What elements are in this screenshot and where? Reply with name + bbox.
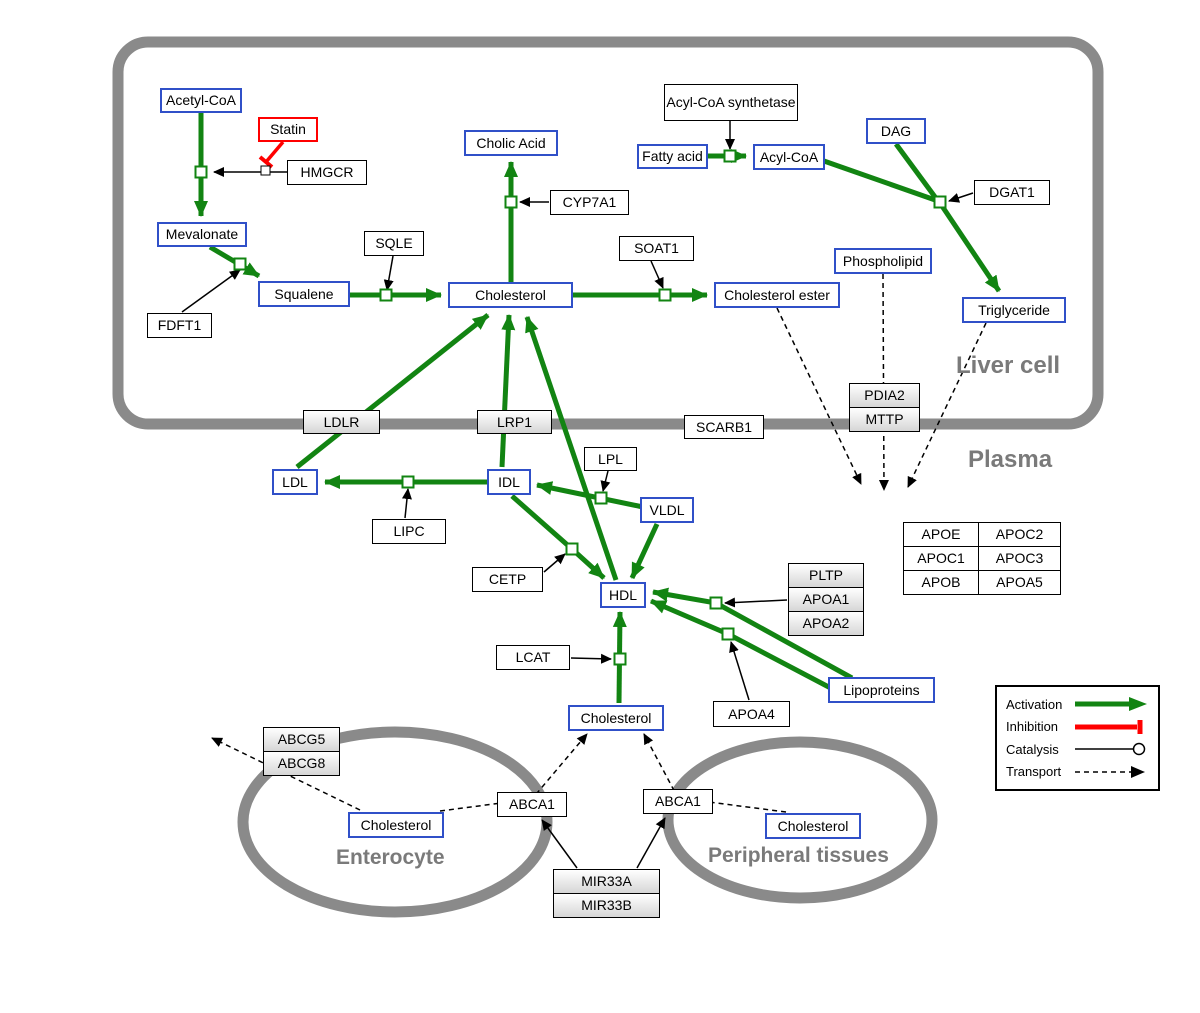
reaction-node-cyp7a1[interactable] (504, 195, 518, 209)
reaction-node-lipc[interactable] (401, 475, 415, 489)
reaction-node-acyl-coa-synthetase[interactable] (723, 149, 737, 163)
node-acyl-coa[interactable]: Acyl-CoA (753, 144, 825, 170)
reaction-squares[interactable] (194, 149, 947, 666)
legend: Activation Inhibition Catalysis Transpor… (995, 685, 1160, 791)
legend-catalysis-label: Catalysis (1006, 741, 1059, 757)
node-apoc3[interactable]: APOC3 (978, 546, 1061, 571)
transport-dashed-arrow-icon (1075, 765, 1145, 778)
node-idl[interactable]: IDL (487, 469, 531, 495)
plasma-label: Plasma (968, 446, 1053, 473)
liver-cell-membrane (112, 36, 1104, 430)
node-abcg8[interactable]: ABCG8 (263, 751, 340, 776)
node-cholesterol-ester[interactable]: Cholesterol ester (714, 282, 840, 308)
node-ldlr[interactable]: LDLR (303, 410, 380, 434)
node-cetp[interactable]: CETP (472, 567, 543, 592)
reaction-node-fdft1[interactable] (233, 257, 247, 271)
inhibition-tbar-icon (1075, 719, 1143, 734)
node-abca1-peripheral[interactable]: ABCA1 (643, 789, 713, 814)
legend-row-inhibition: Inhibition (1006, 717, 1149, 737)
node-lcat[interactable]: LCAT (496, 645, 570, 670)
node-phospholipid[interactable]: Phospholipid (834, 248, 932, 274)
node-cyp7a1[interactable]: CYP7A1 (550, 190, 629, 215)
reaction-node-pltp[interactable] (709, 596, 723, 610)
reaction-node-hmgcr[interactable] (194, 165, 208, 179)
node-abca1-enterocyte[interactable]: ABCA1 (497, 792, 567, 817)
node-dgat1[interactable]: DGAT1 (974, 180, 1050, 205)
node-lipoproteins[interactable]: Lipoproteins (828, 677, 935, 703)
node-squalene[interactable]: Squalene (258, 281, 350, 307)
node-apoa1[interactable]: APOA1 (788, 587, 864, 612)
reaction-node-dgat1[interactable] (933, 195, 947, 209)
inhibition-edge-statin (258, 140, 285, 169)
catalysis-circle-icon (1075, 743, 1146, 756)
node-hmgcr[interactable]: HMGCR (287, 160, 367, 185)
node-lrp1[interactable]: LRP1 (477, 410, 552, 434)
node-statin[interactable]: Statin (258, 117, 318, 142)
node-apoe[interactable]: APOE (903, 522, 979, 547)
node-hdl[interactable]: HDL (600, 582, 646, 608)
legend-row-activation: Activation (1006, 694, 1149, 714)
activation-arrow-icon (1075, 697, 1147, 711)
catalysis-edges (181, 121, 974, 869)
node-triglyceride[interactable]: Triglyceride (962, 297, 1066, 323)
node-apoc1[interactable]: APOC1 (903, 546, 979, 571)
node-vldl[interactable]: VLDL (640, 497, 694, 523)
node-mir33b[interactable]: MIR33B (553, 893, 660, 918)
legend-activation-label: Activation (1006, 696, 1063, 712)
node-abcg5[interactable]: ABCG5 (263, 727, 340, 752)
node-mir33a[interactable]: MIR33A (553, 869, 660, 894)
node-apob[interactable]: APOB (903, 570, 979, 595)
node-lpl[interactable]: LPL (584, 447, 637, 471)
node-cholic-acid[interactable]: Cholic Acid (464, 130, 558, 156)
node-apoc2[interactable]: APOC2 (978, 522, 1061, 547)
node-scarb1[interactable]: SCARB1 (684, 415, 764, 439)
reaction-node-soat1[interactable] (658, 288, 672, 302)
liver-cell-label: Liver cell (956, 352, 1061, 379)
node-sqle[interactable]: SQLE (364, 231, 424, 256)
node-pdia2[interactable]: PDIA2 (849, 383, 920, 408)
reaction-node-lcat[interactable] (613, 652, 627, 666)
legend-transport-label: Transport (1006, 764, 1062, 780)
node-cholesterol-peripheral[interactable]: Cholesterol (765, 813, 861, 839)
node-acetyl-coa[interactable]: Acetyl-CoA (160, 88, 242, 113)
node-cholesterol-plasma[interactable]: Cholesterol (568, 705, 664, 731)
node-fdft1[interactable]: FDFT1 (147, 313, 212, 338)
enterocyte-label: Enterocyte (336, 846, 445, 869)
reaction-node-cetp[interactable] (565, 542, 579, 556)
node-cholesterol-liver[interactable]: Cholesterol (448, 282, 573, 308)
node-apoa2[interactable]: APOA2 (788, 611, 864, 636)
node-mevalonate[interactable]: Mevalonate (157, 222, 247, 247)
reaction-node-apoa4[interactable] (721, 627, 735, 641)
node-soat1[interactable]: SOAT1 (619, 236, 694, 261)
legend-row-transport: Transport (1006, 762, 1149, 782)
peripheral-tissues-label: Peripheral tissues (708, 844, 889, 867)
reaction-node-sqle[interactable] (379, 288, 393, 302)
reaction-node-lpl[interactable] (594, 491, 608, 505)
node-ldl[interactable]: LDL (272, 469, 318, 495)
peripheral-tissues-membrane (662, 736, 938, 904)
node-fatty-acid[interactable]: Fatty acid (637, 144, 708, 169)
node-dag[interactable]: DAG (866, 118, 926, 144)
node-lipc[interactable]: LIPC (372, 519, 446, 544)
node-pltp[interactable]: PLTP (788, 563, 864, 588)
node-mttp[interactable]: MTTP (849, 407, 920, 432)
statin-target-node[interactable] (260, 165, 271, 176)
node-apoa4[interactable]: APOA4 (713, 701, 790, 727)
node-apoa5[interactable]: APOA5 (978, 570, 1061, 595)
node-acyl-coa-synthetase[interactable]: Acyl-CoA synthetase (664, 84, 798, 121)
node-cholesterol-enterocyte[interactable]: Cholesterol (348, 812, 444, 838)
legend-row-catalysis: Catalysis (1006, 739, 1149, 759)
legend-inhibition-label: Inhibition (1006, 719, 1059, 735)
